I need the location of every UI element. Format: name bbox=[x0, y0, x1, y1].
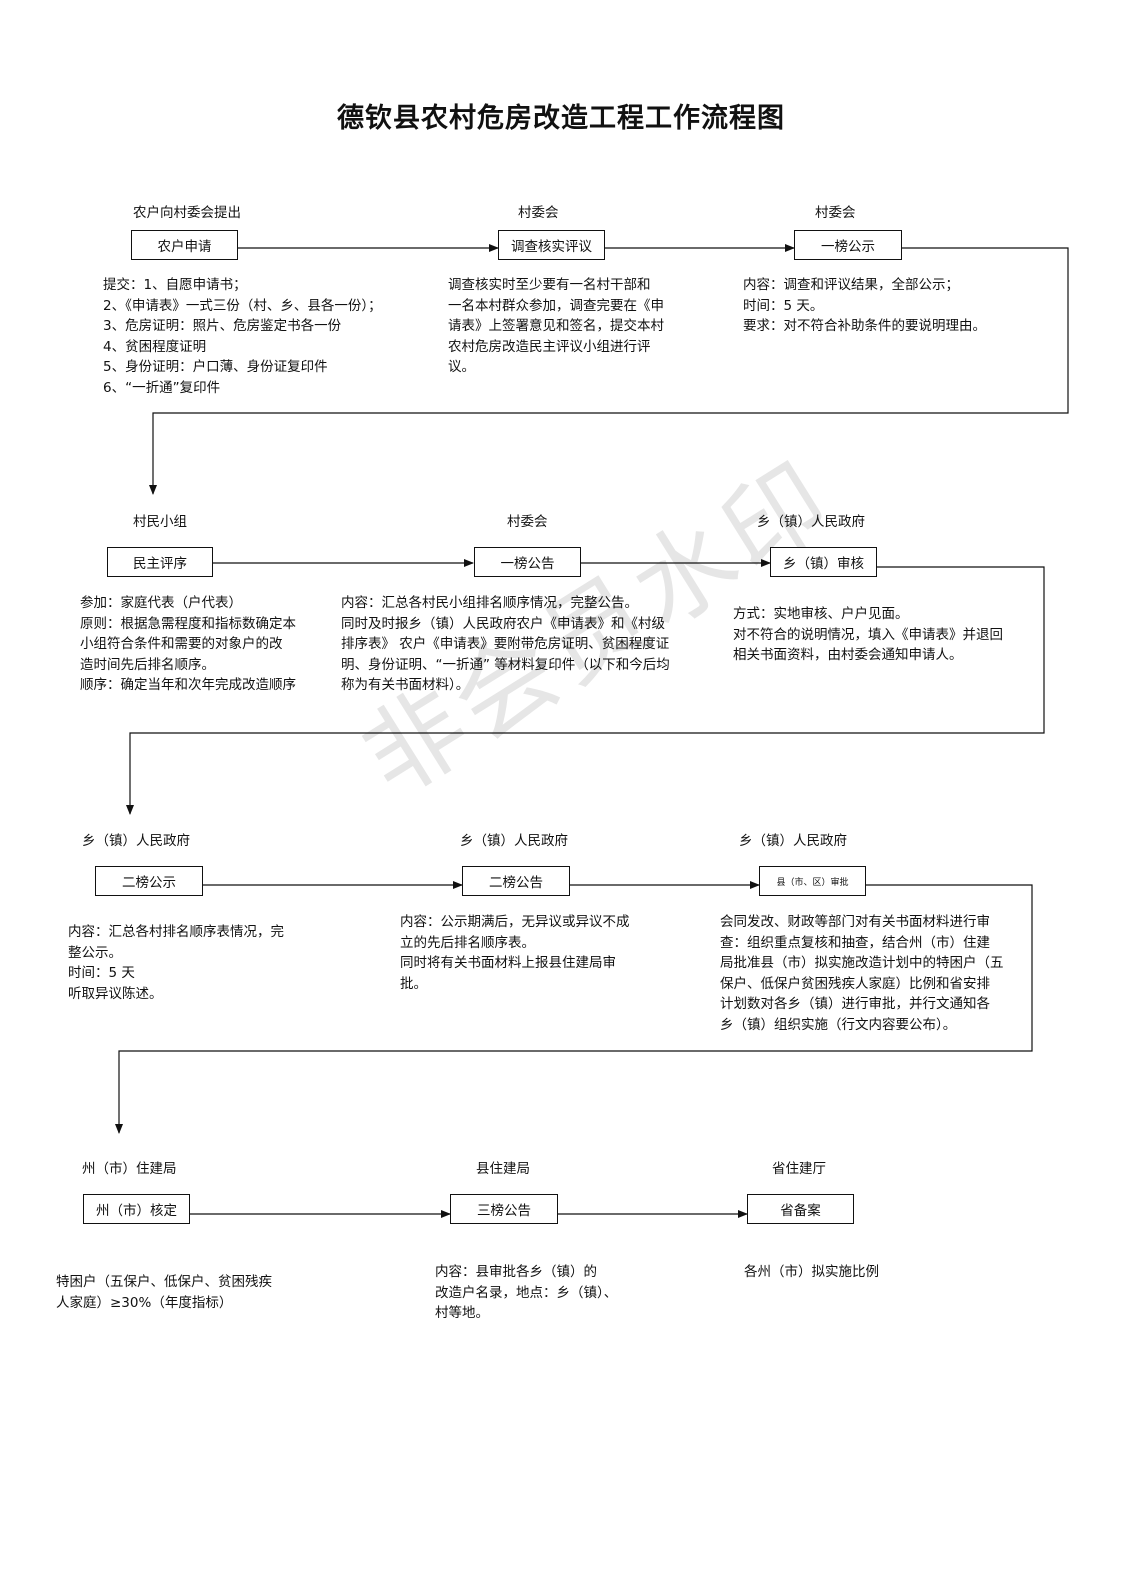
step-description: 内容：县审批各乡（镇）的 改造户名录，地点：乡（镇）、 村等地。 bbox=[435, 1264, 618, 1321]
step-actor-label: 省住建厅 bbox=[772, 1161, 826, 1177]
step-actor-label: 州（市）住建局 bbox=[82, 1161, 177, 1177]
step-actor-label: 村委会 bbox=[815, 205, 856, 221]
step-description: 方式：实地审核、户户见面。 对不符合的说明情况，填入《申请表》并退回 相关书面资… bbox=[733, 606, 1003, 663]
step-actor-label: 乡（镇）人民政府 bbox=[460, 833, 568, 849]
step-actor-label: 乡（镇）人民政府 bbox=[757, 514, 865, 530]
step-actor-label: 村委会 bbox=[518, 205, 559, 221]
step-box-prefecture-verification: 州（市）核定 bbox=[83, 1194, 190, 1224]
step-description: 内容：汇总各村民小组排名顺序情况，完整公告。 同时及时报乡（镇）人民政府农户《申… bbox=[341, 595, 670, 693]
step-description: 特困户（五保户、低保户、贫困残疾 人家庭）≥30%（年度指标） bbox=[56, 1274, 272, 1311]
step-description: 提交：1、自愿申请书； 2、《申请表》一式三份（村、乡、县各一份）； 3、危房证… bbox=[103, 277, 382, 396]
step-box-farmer-application: 农户申请 bbox=[131, 230, 238, 260]
step-actor-label: 县住建局 bbox=[476, 1161, 530, 1177]
step-actor-label: 农户向村委会提出 bbox=[133, 205, 241, 221]
connector-row2-to-row3 bbox=[126, 566, 1045, 815]
step-box-second-announcement: 二榜公告 bbox=[462, 866, 570, 896]
step-box-county-approval: 县（市、区）审批 bbox=[759, 866, 866, 896]
step-description: 内容：公示期满后，无异议或异议不成 立的先后排名顺序表。 同时将有关书面材料上报… bbox=[400, 914, 630, 992]
step-description: 参加：家庭代表（户代表） 原则：根据急需程度和指标数确定本 小组符合条件和需要的… bbox=[80, 595, 296, 693]
step-box-township-review: 乡（镇）审核 bbox=[770, 547, 877, 577]
page-title: 德钦县农村危房改造工程工作流程图 bbox=[337, 103, 785, 134]
step-actor-label: 乡（镇）人民政府 bbox=[739, 833, 847, 849]
connector-row1-to-row2 bbox=[149, 247, 1069, 495]
step-box-second-public-notice: 二榜公示 bbox=[95, 866, 203, 896]
step-actor-label: 乡（镇）人民政府 bbox=[82, 833, 190, 849]
step-box-democratic-ranking: 民主评序 bbox=[107, 547, 213, 577]
step-box-first-public-notice: 一榜公示 bbox=[794, 230, 902, 260]
step-description: 内容：调查和评议结果，全部公示； 时间：5 天。 要求：对不符合补助条件的要说明… bbox=[743, 277, 986, 334]
step-actor-label: 村委会 bbox=[507, 514, 548, 530]
step-description: 会同发改、财政等部门对有关书面材料进行审 查：组织重点复核和抽查，结合州（市）住… bbox=[720, 914, 1004, 1033]
step-description: 各州（市）拟实施比例 bbox=[744, 1264, 879, 1280]
step-description: 调查核实时至少要有一名村干部和 一名本村群众参加，调查完要在《申 请表》上签署意… bbox=[448, 277, 664, 375]
step-box-third-announcement: 三榜公告 bbox=[450, 1194, 558, 1224]
step-box-first-announcement: 一榜公告 bbox=[474, 547, 581, 577]
step-actor-label: 村民小组 bbox=[133, 514, 187, 530]
step-box-investigation: 调查核实评议 bbox=[498, 230, 605, 260]
connector-row3-to-row4 bbox=[115, 884, 1033, 1134]
step-box-provincial-filing: 省备案 bbox=[747, 1194, 854, 1224]
step-description: 内容：汇总各村排名顺序表情况，完 整公示。 时间：5 天 听取异议陈述。 bbox=[68, 924, 284, 1002]
